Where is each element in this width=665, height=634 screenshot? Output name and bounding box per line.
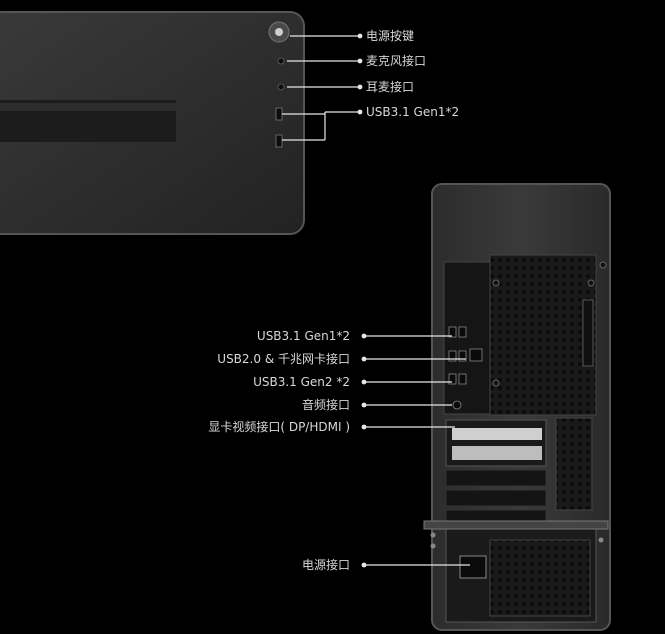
rear-label-power-input: 电源接口 [301,558,350,572]
front-label-headset-jack: 耳麦接口 [366,80,415,94]
rear-label-gpu-video: 显卡视频接口( DP/HDMI ) [208,420,350,434]
rear-leader-lines [364,335,470,566]
front-usb-port-icon [275,107,283,121]
rear-label-usb31-gen1: USB3.1 Gen1*2 [256,329,350,343]
mic-jack-icon [277,57,285,65]
headset-jack-icon [277,83,285,91]
front-label-mic-jack: 麦克风接口 [366,54,427,68]
rear-label-usb20-lan: USB2.0 & 千兆网卡接口 [217,352,350,366]
rear-label-audio: 音频接口 [301,398,350,412]
rear-label-usb31-gen2: USB3.1 Gen2 *2 [253,375,350,389]
front-label-usb: USB3.1 Gen1*2 [366,105,460,119]
front-label-power-button: 电源按键 [366,29,415,43]
rear-tower [423,183,611,631]
front-leader-lines [282,35,358,141]
rear-io-ports [448,326,483,410]
rear-leader-dots [361,333,367,568]
front-panel [0,11,305,235]
front-usb-port-icon [275,134,283,148]
front-leader-dots [357,33,363,115]
